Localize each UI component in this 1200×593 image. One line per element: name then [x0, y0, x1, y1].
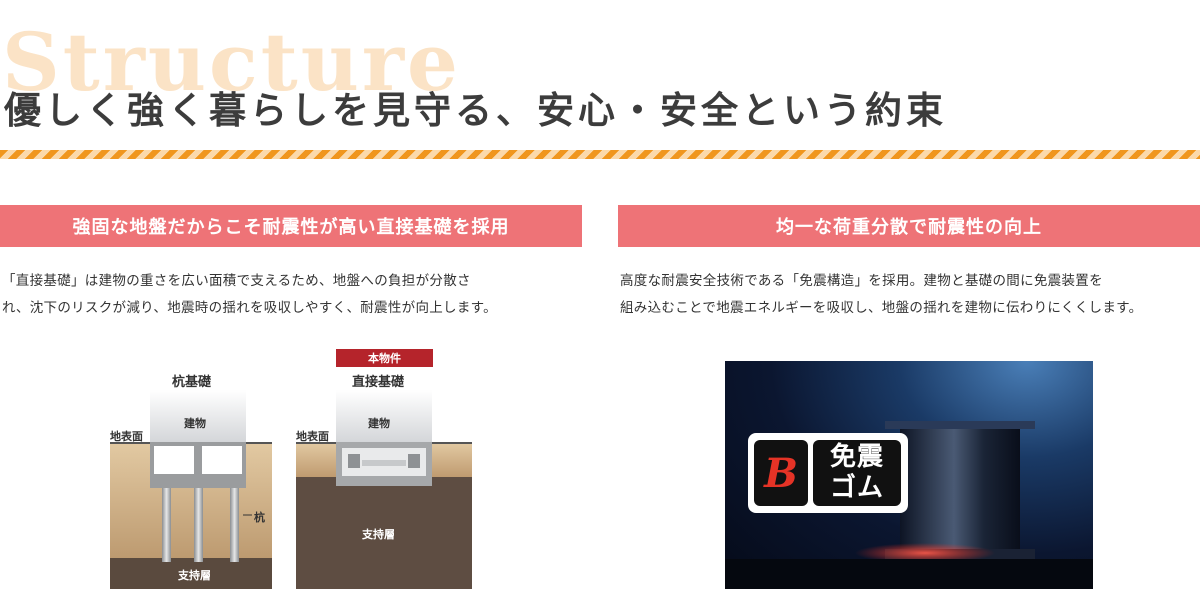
menshin-rubber-logo: B 免震 ゴム [748, 433, 908, 513]
right-description-line: 組み込むことで地震エネルギーを吸収し、地盤の揺れを建物に伝わりにくくします。 [620, 300, 1143, 316]
isolation-bearing-illustration [725, 421, 1093, 589]
right-description: 高度な耐震安全技術である「免震構造」を採用。建物と基礎の間に免震装置を 組み込む… [620, 268, 1142, 322]
this-property-badge: 本物件 [336, 349, 433, 367]
direct-foundation-illustration [296, 390, 472, 589]
pile-foundation-diagram [110, 390, 272, 589]
pile-foundation-title: 杭基礎 [172, 375, 212, 390]
left-description: 「直接基礎」は建物の重さを広い面積で支えるため、地盤への負担が分散さ れ、沈下の… [2, 268, 497, 322]
background-word: Structure [2, 15, 461, 109]
direct-building-label: 建物 [368, 417, 390, 430]
logo-text-line: ゴム [829, 473, 884, 503]
left-description-line: れ、沈下のリスクが減り、地震時の揺れを吸収しやすく、耐震性が向上します。 [2, 300, 497, 316]
pile-foundation-illustration [110, 390, 272, 589]
pile-bearing-label: 支持層 [178, 569, 211, 582]
left-description-line: 「直接基礎」は建物の重さを広い面積で支えるため、地盤への負担が分散さ [2, 273, 471, 289]
title-stripe-divider [0, 150, 1200, 159]
page-title: 優しく強く暮らしを見守る、安心・安全という約束 [4, 89, 947, 132]
logo-text: 免震 ゴム [813, 440, 901, 506]
pile-surface-label: 地表面 [110, 430, 143, 443]
right-description-line: 高度な耐震安全技術である「免震構造」を採用。建物と基礎の間に免震装置を [620, 273, 1103, 289]
pile-label: 杭 [254, 511, 265, 524]
logo-text-line: 免震 [829, 442, 884, 472]
bridgestone-b-mark: B [754, 440, 808, 506]
pile-building-label: 建物 [184, 417, 206, 430]
left-heading: 強固な地盤だからこそ耐震性が高い直接基礎を採用 [0, 205, 582, 247]
right-heading: 均一な荷重分散で耐震性の向上 [618, 205, 1200, 247]
direct-bearing-label: 支持層 [362, 528, 395, 541]
direct-foundation-title: 直接基礎 [352, 375, 405, 390]
direct-surface-label: 地表面 [296, 430, 329, 443]
direct-foundation-diagram [296, 390, 472, 589]
